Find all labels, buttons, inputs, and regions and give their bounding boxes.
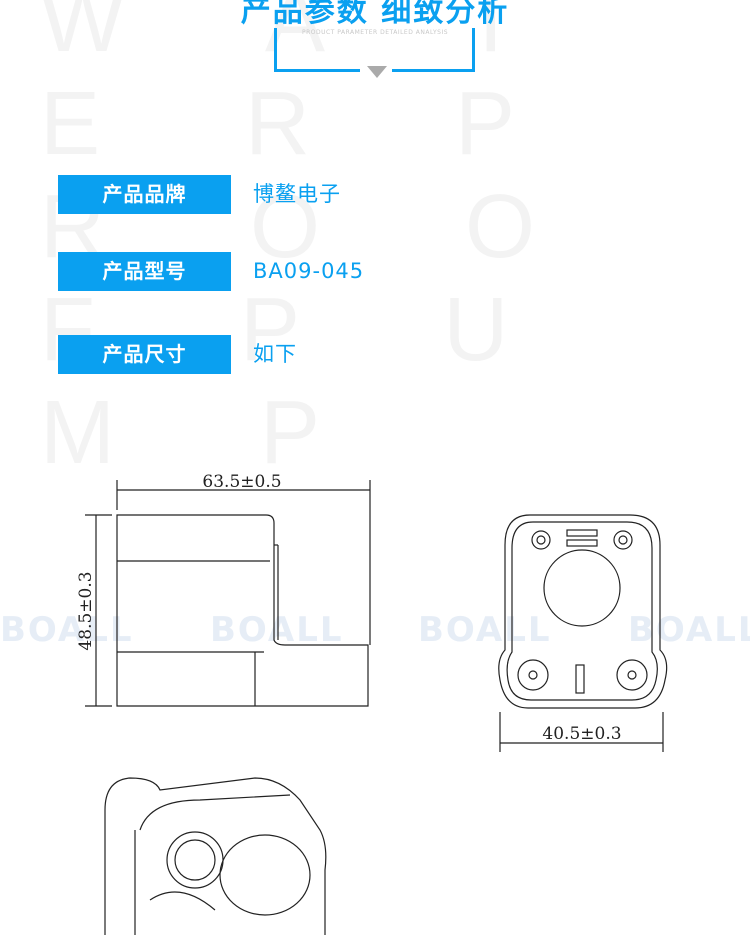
logo-watermark: BOALL [210, 610, 344, 650]
down-arrow-icon [367, 66, 387, 78]
height-dimension: 48.5±0.3 [76, 571, 96, 650]
size-value: 如下 [253, 342, 297, 366]
section-title: 产品参数 细致分析 [240, 0, 510, 29]
bottom-dimension: 40.5±0.3 [542, 724, 621, 744]
model-value: BA09-045 [253, 259, 365, 283]
width-dimension: 63.5±0.5 [202, 472, 281, 492]
logo-watermark: BOALL [628, 610, 750, 650]
brand-label: 产品品牌 [58, 175, 231, 214]
section-subtitle: PRODUCT PARAMETER DETAILED ANALYSIS [301, 29, 449, 36]
side-view [85, 480, 371, 707]
size-label: 产品尺寸 [58, 335, 231, 374]
logo-watermark: BOALL [418, 610, 552, 650]
logo-watermark: BOALL [0, 610, 134, 650]
model-label: 产品型号 [58, 252, 231, 291]
isometric-view [104, 777, 327, 935]
brand-value: 博鳌电子 [253, 182, 341, 206]
back-view [498, 514, 668, 752]
background-watermark: W A T E R P R O O F P U M P [40, 0, 596, 483]
